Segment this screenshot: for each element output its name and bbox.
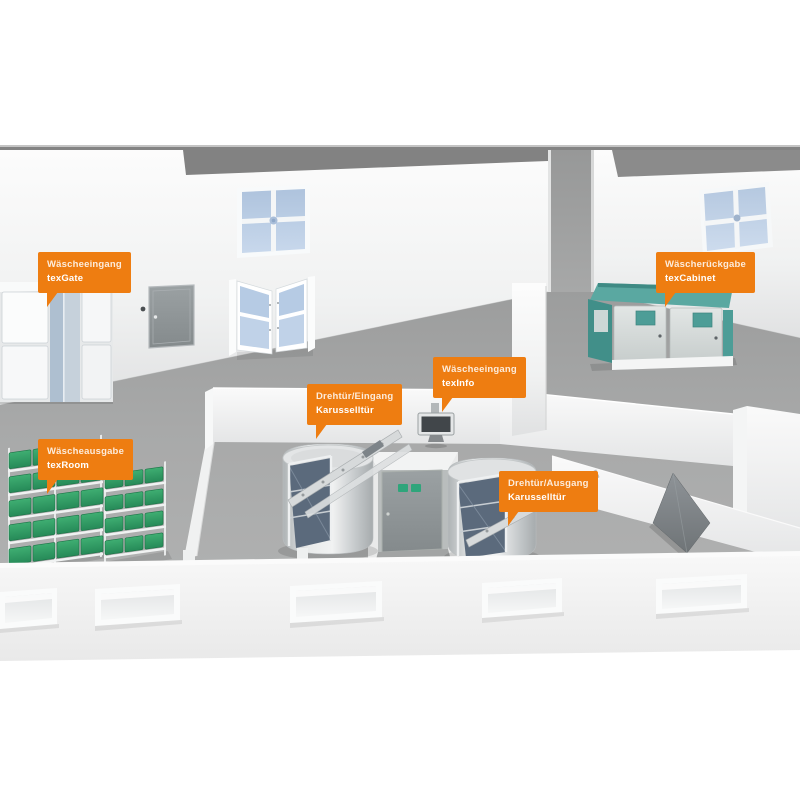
facade-window <box>290 581 384 628</box>
callout-texcabinet-product: texCabinet <box>665 272 716 284</box>
gray-door <box>148 284 195 349</box>
exit-sign <box>411 484 421 492</box>
carousel-door-left <box>278 429 413 560</box>
callout-texroom-category: Wäscheausgabe <box>47 446 125 457</box>
texcabinet-lockers <box>588 283 737 371</box>
conveyor-rail-left <box>287 429 413 519</box>
window-left <box>237 185 310 258</box>
callout-texgate-category: Wäscheeingang <box>47 259 122 270</box>
west-partition-wall <box>184 437 215 558</box>
facade-window <box>656 574 749 619</box>
cabinet-window <box>594 310 608 332</box>
callout-tail <box>665 291 676 307</box>
exit-sign <box>398 484 408 492</box>
swing-doors <box>229 276 315 360</box>
facade-window <box>0 588 59 633</box>
callout-tail <box>316 423 327 439</box>
door-handle <box>386 512 390 516</box>
back-wall-right <box>500 390 733 466</box>
callout-tail <box>47 291 58 307</box>
callout-texinfo: Wäscheeingang texInfo <box>433 357 526 412</box>
swing-door-leaf-right <box>275 278 308 353</box>
texinfo-screen <box>421 416 451 432</box>
callout-texgate: Wäscheeingang texGate <box>38 252 131 307</box>
texinfo-terminal <box>417 403 455 449</box>
callout-texroom-product: texRoom <box>47 459 90 471</box>
window-right <box>699 182 773 256</box>
callout-eingang-product: Karusselltür <box>316 404 374 416</box>
callout-ausgang-category: Drehtür/Ausgang <box>508 478 589 489</box>
east-wall <box>747 406 800 540</box>
callout-texcabinet-category: Wäscherückgabe <box>665 259 746 270</box>
bottom-facade-wall <box>0 548 800 661</box>
upper-corridor-gap <box>548 150 594 292</box>
callout-drehtuer-ausgang: Drehtür/Ausgang Karusselltür <box>499 471 598 526</box>
swing-door-leaf-left <box>236 280 273 355</box>
facade-window <box>482 578 564 623</box>
callout-tail <box>508 510 519 526</box>
callout-eingang-category: Drehtür/Eingang <box>316 391 394 402</box>
callout-texroom: Wäscheausgabe texRoom <box>38 439 134 494</box>
exit-door <box>381 469 443 553</box>
roof-interior-left <box>183 150 548 175</box>
door-handle <box>153 315 158 319</box>
facade-window <box>95 584 182 631</box>
callout-texinfo-product: texInfo <box>442 377 475 389</box>
callout-texinfo-category: Wäscheeingang <box>442 364 517 375</box>
rail-trolley <box>362 440 384 458</box>
callout-texgate-product: texGate <box>47 272 84 284</box>
callout-texcabinet: Wäscherückgabe texCabinet <box>656 252 755 307</box>
callout-drehtuer-eingang: Drehtür/Eingang Karusselltür <box>307 384 403 439</box>
callout-tail <box>47 478 58 494</box>
roof-interior-right <box>612 150 800 177</box>
callout-ausgang-product: Karusselltür <box>508 491 566 503</box>
callout-tail <box>442 396 453 412</box>
corridor-pillar <box>512 283 547 436</box>
wall-button <box>140 306 146 312</box>
